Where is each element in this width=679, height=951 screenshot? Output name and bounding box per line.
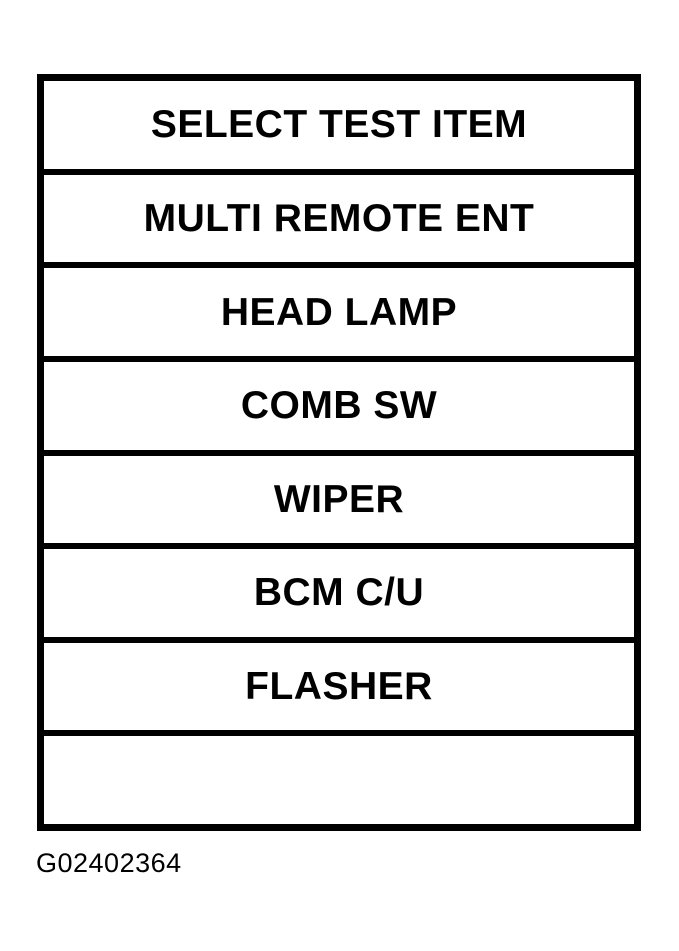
menu-item-label: FLASHER (245, 665, 433, 709)
figure-id: G02402364 (36, 848, 182, 878)
menu-empty-row (44, 730, 634, 824)
menu-item-label: WIPER (273, 477, 405, 521)
menu-item-label: MULTI REMOTE ENT (143, 196, 535, 240)
menu-header-label: SELECT TEST ITEM (150, 103, 528, 147)
menu-item-label: COMB SW (240, 384, 438, 428)
menu-item-bcm-cu[interactable]: BCM C/U (44, 543, 634, 637)
menu-item-flasher[interactable]: FLASHER (44, 636, 634, 731)
menu-item-multi-remote-ent[interactable]: MULTI REMOTE ENT (44, 168, 634, 263)
menu-item-head-lamp[interactable]: HEAD LAMP (44, 262, 634, 356)
menu-header-row: SELECT TEST ITEM (44, 81, 634, 169)
menu-item-wiper[interactable]: WIPER (44, 449, 634, 544)
menu-item-comb-sw[interactable]: COMB SW (44, 355, 634, 450)
menu-item-label: HEAD LAMP (220, 290, 458, 334)
test-item-menu: SELECT TEST ITEM MULTI REMOTE ENT HEAD L… (37, 74, 641, 831)
menu-item-label: BCM C/U (253, 571, 425, 615)
